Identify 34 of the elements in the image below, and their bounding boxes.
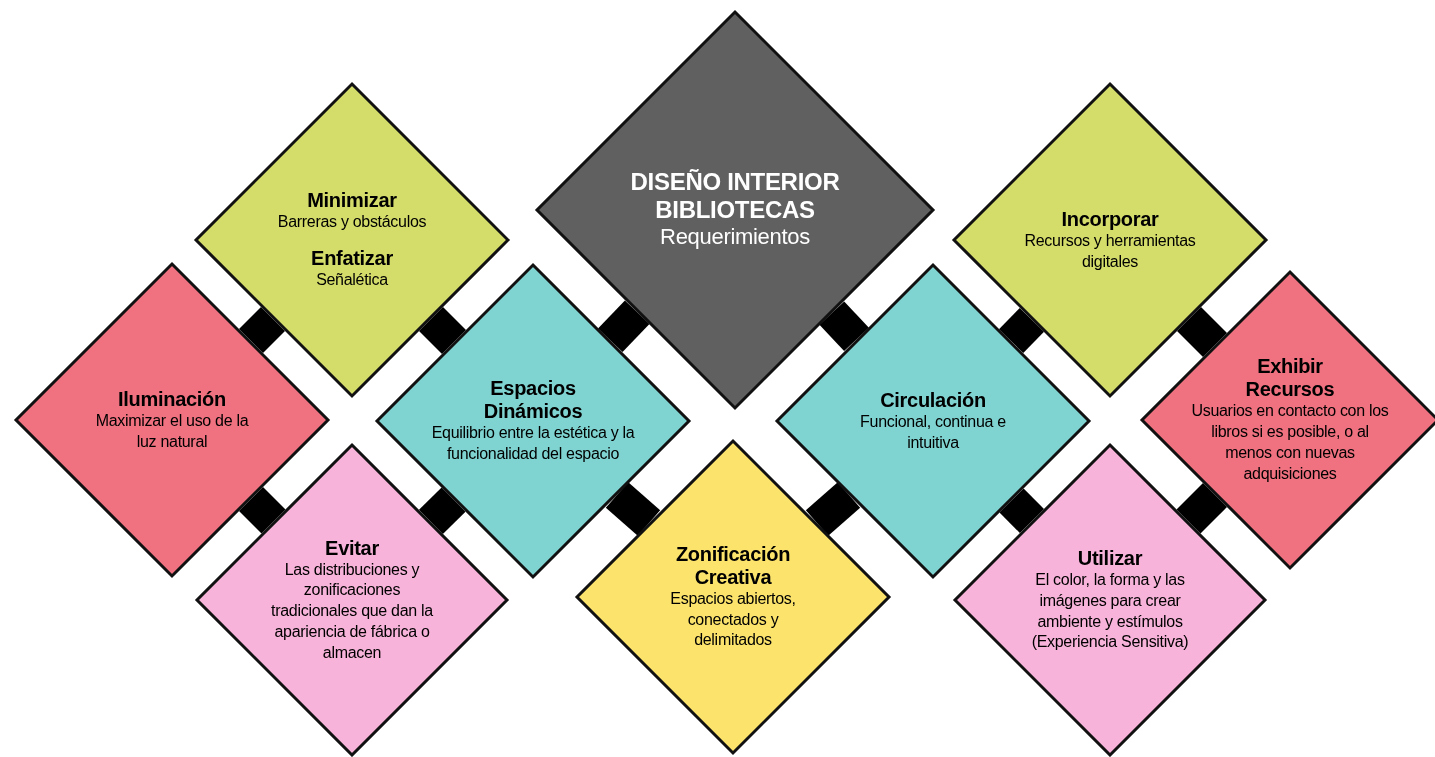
heading: DISEÑO INTERIOR BIBLIOTECAS (629, 168, 841, 224)
description: Requerimientos (660, 223, 810, 252)
heading: Enfatizar (311, 247, 393, 270)
heading: Zonificación Creativa (674, 542, 792, 589)
description: Maximizar el uso de la luz natural (94, 410, 250, 452)
connector-block (605, 482, 661, 536)
heading: Incorporar (1061, 207, 1159, 231)
description: Funcional, continua e intuitiva (859, 411, 1007, 453)
description: Usuarios en contacto con los libros si es posible, o al menos con nuevas adquisiciones (1190, 401, 1390, 484)
connector-block (1176, 306, 1228, 358)
connector-block (1176, 482, 1228, 534)
heading: Minimizar (307, 189, 397, 213)
description: Señalética (316, 270, 388, 290)
description: El color, la forma y las imágenes para crear ambiente y estímulos (Experiencia Sensitiva) (1030, 569, 1190, 653)
heading: Iluminación (118, 387, 226, 411)
connector-block (805, 482, 861, 536)
description: Las distribuciones y zonificaciones tradicionales que dan la apariencia de fábrica o almacen (270, 559, 434, 663)
connector-block (238, 486, 286, 534)
description: Recursos y herramientas digitales (1023, 230, 1197, 272)
connector-block (819, 301, 869, 352)
connector-block (999, 488, 1044, 534)
connector-block (238, 306, 286, 354)
connector-block (598, 300, 650, 353)
description: Barreras y obstáculos (277, 212, 427, 233)
description: Espacios abiertos, conectados y delimitados (669, 588, 797, 651)
heading: Evitar (325, 536, 379, 560)
heading: Circulación (880, 388, 986, 412)
heading: Espacios Dinámicos (482, 377, 584, 424)
connector-block (418, 487, 466, 534)
heading: Utilizar (1077, 546, 1143, 570)
description: Equilibrio entre la estética y la funcionalidad del espacio (430, 423, 636, 464)
connector-block (418, 306, 467, 355)
heading: Exhibir Recursos (1244, 355, 1336, 402)
connector-block (998, 308, 1045, 353)
